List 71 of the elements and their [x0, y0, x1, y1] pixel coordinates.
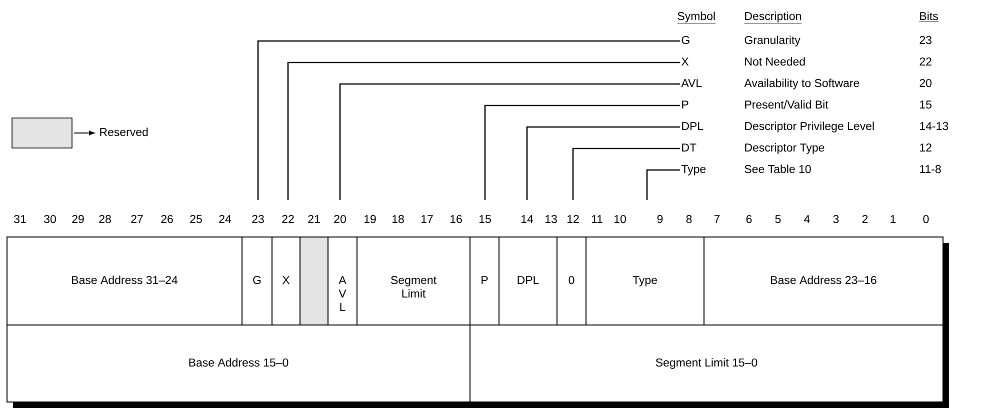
bit-range-text: 12 [920, 143, 932, 152]
bit-number: 1 [890, 215, 896, 223]
leader-line [526, 126, 680, 200]
symbol-text: X [681, 58, 689, 66]
bit-number: 11 [592, 215, 602, 223]
bit-number: 2 [862, 214, 868, 223]
reserved-field [300, 236, 328, 326]
bit-number: 7 [714, 215, 720, 223]
bit-number: 25 [190, 214, 202, 224]
description-text: Granularity [744, 36, 800, 46]
bit-number: 17 [422, 215, 433, 223]
column-header: Symbol [677, 12, 716, 24]
bit-number: 10 [614, 214, 626, 224]
bit-number: 26 [161, 214, 173, 224]
column-header: Description [744, 12, 802, 24]
register-field: P [470, 236, 500, 326]
bit-number: 0 [923, 214, 929, 224]
leader-line [484, 104, 680, 200]
bit-number: 19 [364, 214, 376, 224]
symbol-text: DT [682, 144, 696, 152]
bit-number: 15 [480, 215, 491, 224]
description-text: Descriptor Type [745, 143, 824, 154]
leader-line [339, 83, 680, 200]
bit-number: 8 [686, 214, 692, 224]
bit-number: 27 [131, 214, 143, 223]
bit-number: 21 [308, 214, 320, 223]
bit-number: 12 [567, 214, 579, 223]
bit-range-text: 11-8 [920, 164, 941, 174]
legend-label: Reserved [100, 128, 148, 136]
bit-range-text: 23 [920, 36, 932, 44]
register-field: A V L [328, 236, 358, 326]
bit-number: 23 [252, 214, 264, 224]
leader-line [287, 62, 680, 200]
leader-line [572, 148, 680, 200]
description-text: Descriptor Privilege Level [745, 122, 874, 132]
description-text: Not Needed [745, 57, 805, 66]
symbol-text: Type [681, 165, 706, 176]
register-field: DPL [498, 236, 558, 326]
bit-number: 5 [775, 215, 781, 224]
bit-number: 30 [44, 214, 56, 224]
bit-number: 16 [450, 214, 462, 224]
bit-range-text: 20 [920, 78, 932, 88]
register-field: G [242, 236, 272, 326]
symbol-text: AVL [681, 79, 702, 87]
bit-number: 18 [392, 214, 404, 224]
description-text: See Table 10 [744, 164, 811, 174]
description-text: Present/Valid Bit [745, 100, 828, 109]
bit-number: 28 [99, 214, 111, 224]
bit-number: 20 [334, 214, 346, 224]
bit-number: 29 [72, 214, 84, 224]
bit-range-text: 22 [920, 57, 932, 66]
bit-number: 31 [14, 214, 26, 224]
bit-number: 13 [545, 214, 557, 224]
column-header: Bits [919, 12, 939, 22]
bit-range-text: 15 [920, 100, 932, 109]
bit-number: 24 [219, 214, 232, 223]
description-text: Availability to Software [744, 78, 860, 90]
bit-number: 22 [282, 214, 294, 223]
register-field: 0 [556, 236, 586, 326]
bit-number: 3 [833, 214, 839, 224]
symbol-text: DPL [682, 122, 704, 130]
symbol-text: G [682, 36, 690, 44]
leader-line [257, 40, 680, 200]
bit-range-text: 14-13 [920, 122, 948, 130]
register-field: X [272, 236, 300, 326]
bit-number: 6 [746, 214, 752, 224]
leader-line [646, 169, 680, 200]
bit-number: 14 [521, 215, 534, 223]
bit-number: 9 [657, 214, 663, 224]
symbol-text: P [682, 100, 688, 108]
bit-number: 4 [804, 215, 810, 223]
